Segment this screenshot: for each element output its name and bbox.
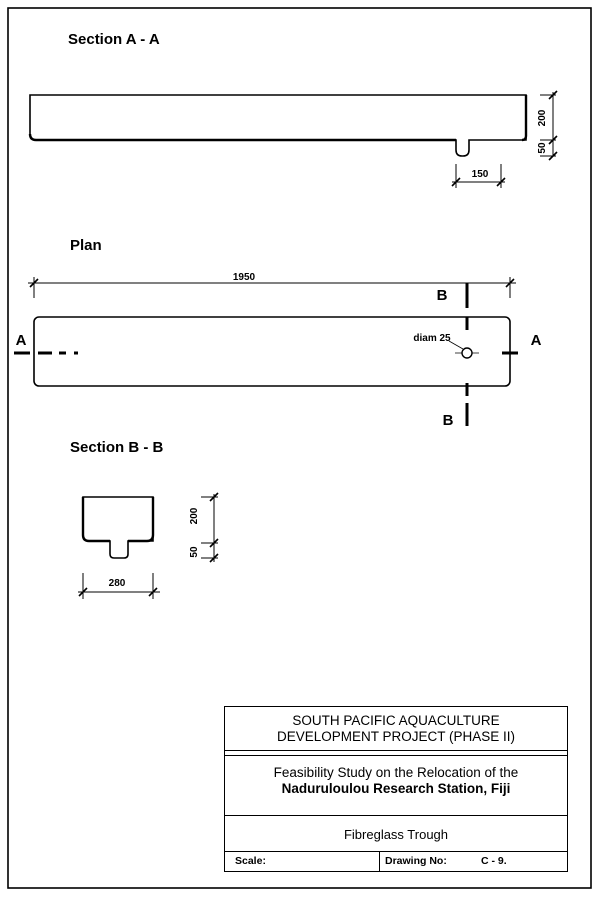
study-line-1: Feasibility Study on the Relocation of t… [273, 765, 519, 780]
drawing-no-value: C - 9. [481, 855, 507, 867]
scale-label: Scale: [235, 855, 266, 867]
section-marker-b-bottom: B [443, 412, 454, 429]
section-marker-b-top: B [437, 287, 448, 304]
bb-height-label: 200 [189, 507, 200, 524]
drain-diameter-label: diam 25 [413, 333, 451, 344]
aa-height-label: 200 [537, 109, 548, 126]
bb-width-label: 280 [109, 578, 126, 589]
plan-heading: Plan [70, 237, 102, 254]
project-name: SOUTH PACIFIC AQUACULTURE DEVELOPMENT PR… [225, 707, 567, 751]
bb-channel-depth-label: 50 [189, 546, 200, 558]
section-marker-a-left: A [16, 332, 27, 349]
title-block: SOUTH PACIFIC AQUACULTURE DEVELOPMENT PR… [224, 706, 568, 872]
section-bb-heading: Section B - B [70, 439, 164, 456]
section-bb-drawing [81, 496, 155, 559]
study-title: Feasibility Study on the Relocation of t… [225, 755, 567, 816]
drawing-no-label: Drawing No: [385, 855, 447, 867]
section-aa-dimensions [451, 90, 558, 188]
aa-channel-depth-label: 50 [537, 142, 548, 154]
info-divider [379, 852, 380, 872]
drawing-title: Fibreglass Trough [225, 816, 567, 852]
plan-dimension-1950 [28, 277, 516, 298]
section-marker-a-right: A [531, 332, 542, 349]
section-aa-drawing [28, 94, 528, 157]
drawing-info-row: Scale: Drawing No: C - 9. [225, 852, 567, 872]
aa-channel-width-label: 150 [472, 169, 489, 180]
drain-hole [448, 340, 479, 359]
section-aa-heading: Section A - A [68, 31, 160, 48]
section-bb-dimensions [78, 492, 219, 599]
project-line-1: SOUTH PACIFIC AQUACULTURE [292, 713, 500, 728]
study-line-2: Naduruloulou Research Station, Fiji [281, 781, 511, 796]
plan-trough-outline [33, 316, 511, 387]
plan-length-label: 1950 [233, 272, 256, 283]
project-line-2: DEVELOPMENT PROJECT (PHASE II) [276, 729, 516, 744]
sheet-border [7, 7, 592, 889]
